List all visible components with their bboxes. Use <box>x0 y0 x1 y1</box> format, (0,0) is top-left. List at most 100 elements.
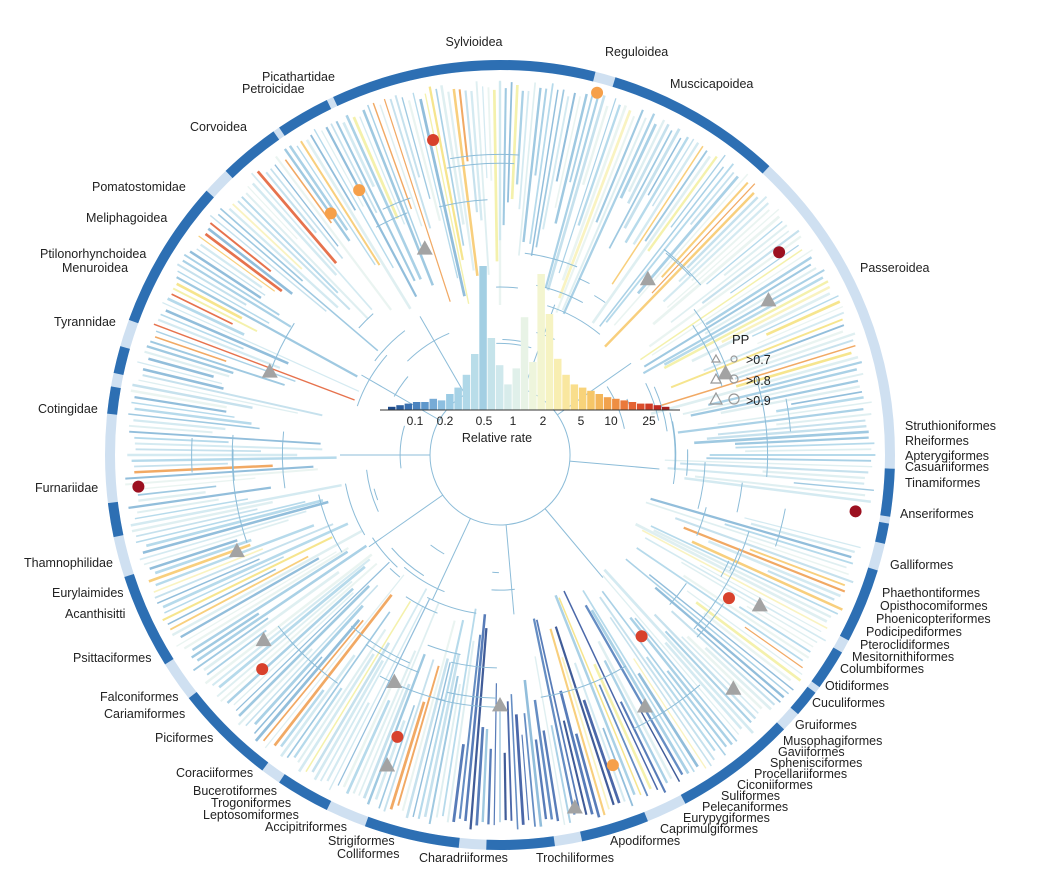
clade-bar <box>333 60 596 107</box>
tree-branch <box>704 646 772 711</box>
tree-branch <box>475 81 490 275</box>
tree-node-arc <box>536 332 555 340</box>
tree-branch <box>296 145 376 266</box>
tree-branch <box>502 88 507 226</box>
tree-branch <box>643 263 812 368</box>
histogram-tick-label: 10 <box>604 414 618 428</box>
tree-branch <box>189 250 262 299</box>
tree-branch <box>651 183 756 294</box>
tree-branch <box>372 102 413 210</box>
histogram-bar <box>437 400 446 410</box>
circle-icon <box>256 663 269 676</box>
tree-branch <box>723 224 788 277</box>
histogram-bar <box>520 317 529 410</box>
tree-branch <box>670 230 790 323</box>
tree-branch <box>554 626 615 806</box>
clade-label: Suliformes <box>721 789 780 803</box>
clade-label: Mesitornithiformes <box>852 650 954 664</box>
tree-node-arc <box>382 197 411 210</box>
tree-node-arc <box>374 330 406 362</box>
tree-branch <box>695 601 802 682</box>
tree-branch <box>139 510 307 561</box>
circle-icon <box>730 355 738 363</box>
clade-label: Coraciiformes <box>176 766 253 780</box>
histogram-bar <box>529 362 537 410</box>
tree-branch <box>510 694 519 830</box>
clade-label: Reguloidea <box>605 45 668 59</box>
tree-branch <box>690 379 859 417</box>
clade-label: Colliformes <box>337 847 400 861</box>
triangle-icon <box>639 270 656 286</box>
tree-branch <box>749 548 846 587</box>
tree-branch <box>237 200 351 311</box>
histogram-bar <box>462 374 471 410</box>
histogram-bar <box>653 405 662 410</box>
histogram-bar <box>603 397 612 410</box>
tree-branch <box>228 207 339 309</box>
tree-branch <box>717 401 872 425</box>
circle-icon <box>427 134 440 147</box>
triangle-icon <box>710 353 722 363</box>
tree-branch <box>142 368 224 390</box>
circle-icon <box>132 480 145 493</box>
tree-branch <box>286 611 391 759</box>
tree-node-arc <box>669 412 676 470</box>
tree-branch <box>619 701 667 793</box>
tree-branch <box>162 536 333 622</box>
tree-branch <box>544 508 604 578</box>
tree-branch <box>634 617 738 742</box>
tree-node-arc <box>696 603 724 638</box>
tree-branch <box>146 345 234 375</box>
clade-bar <box>880 468 895 517</box>
tree-branch <box>582 699 621 804</box>
tree-branch <box>727 330 844 375</box>
tree-branch <box>251 182 338 276</box>
histogram-tick-label: 5 <box>578 414 585 428</box>
tree-branch <box>627 119 666 193</box>
tree-branch <box>435 683 461 818</box>
tree-branch <box>684 477 871 504</box>
tree-branch <box>153 548 264 593</box>
legend-entry: >0.7 <box>746 353 771 367</box>
tree-branch <box>345 114 422 280</box>
tree-branch <box>311 642 391 773</box>
tree-branch <box>686 635 763 710</box>
tree-branch <box>167 568 277 626</box>
tree-branch <box>180 557 320 639</box>
tree-branch <box>310 134 357 211</box>
triangle-icon <box>751 597 768 612</box>
tree-branch <box>510 84 519 200</box>
clade-label: Psittaciformes <box>73 651 152 665</box>
tree-branch <box>176 263 247 306</box>
tree-branch <box>128 424 213 434</box>
histogram-bar <box>504 384 512 410</box>
tree-branch <box>650 525 839 615</box>
tree-branch <box>641 529 828 630</box>
tree-branch <box>177 270 270 324</box>
triangle-icon <box>261 363 278 378</box>
tree-branch <box>650 497 852 559</box>
tree-branch <box>447 91 475 271</box>
tree-branch <box>691 292 831 363</box>
histogram-bar <box>612 398 620 410</box>
tree-node-arc <box>693 530 750 630</box>
tree-branch <box>515 90 525 185</box>
tree-branch <box>678 195 768 283</box>
tree-node-arc <box>785 398 791 432</box>
tree-branch <box>549 628 606 816</box>
tree-node-arc <box>231 434 248 543</box>
tree-node-arc <box>405 596 438 614</box>
tree-branch <box>407 100 441 222</box>
tree-branch <box>644 150 708 242</box>
tree-branch <box>590 609 690 775</box>
tree-branch <box>226 587 354 704</box>
clade-label: Sphenisciformes <box>770 756 862 770</box>
clade-label: Petroicidae <box>242 82 305 96</box>
tree-branch <box>191 550 349 652</box>
clade-label: Pomatostomidae <box>92 180 186 194</box>
tree-branch <box>337 598 430 786</box>
tree-branch <box>458 634 482 819</box>
triangle-icon <box>760 292 777 307</box>
tree-branch <box>762 470 865 480</box>
tree-branch <box>326 702 370 782</box>
